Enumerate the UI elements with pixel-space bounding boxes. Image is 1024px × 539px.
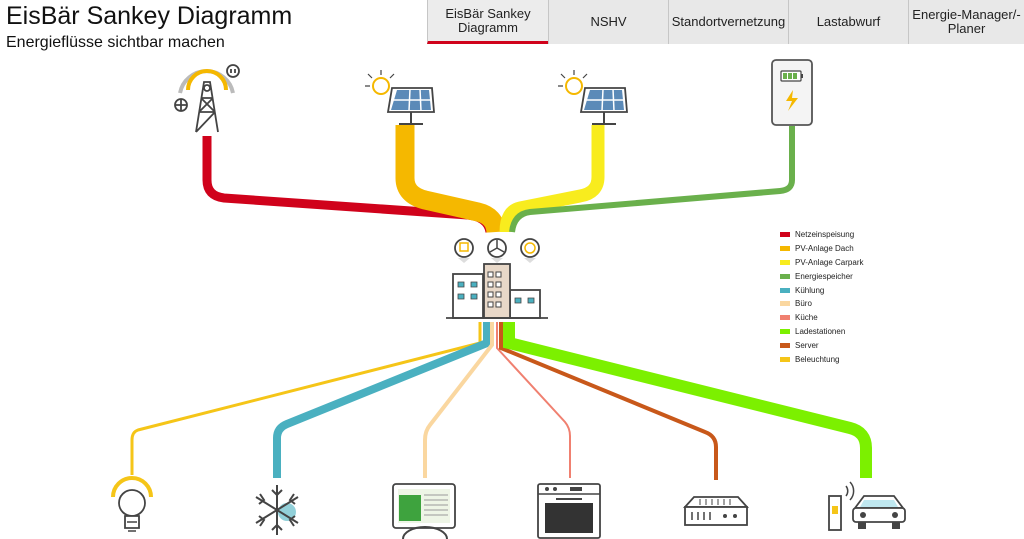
oven-icon bbox=[537, 483, 601, 539]
tab-label: Energie-Manager/- Planer bbox=[912, 7, 1021, 36]
tab-lastabwurf[interactable]: Lastabwurf bbox=[788, 0, 908, 44]
legend-swatch bbox=[780, 287, 790, 293]
legend-swatch bbox=[780, 246, 790, 252]
legend-label: PV-Anlage Carpark bbox=[795, 257, 864, 267]
tab-label: Lastabwurf bbox=[816, 14, 881, 29]
legend-label: Büro bbox=[795, 299, 812, 309]
legend-swatch bbox=[780, 273, 790, 279]
flow-buero bbox=[423, 322, 494, 478]
flow-ladestationen bbox=[503, 322, 872, 478]
legend-swatch bbox=[780, 328, 790, 334]
legend-label: Kühlung bbox=[795, 285, 825, 295]
legend-item: Netzeinspeisung bbox=[780, 228, 863, 242]
flow-kueche bbox=[496, 322, 571, 478]
tab-nshv[interactable]: NSHV bbox=[548, 0, 668, 44]
light-bulb-icon bbox=[111, 476, 153, 532]
solar-panel-roof-icon bbox=[365, 70, 435, 125]
legend-label: Netzeinspeisung bbox=[795, 230, 855, 240]
flow-pv-carpark bbox=[499, 125, 605, 233]
snowflake-icon bbox=[255, 485, 299, 535]
legend-swatch bbox=[780, 356, 790, 362]
legend-swatch bbox=[780, 301, 790, 307]
legend-label: Beleuchtung bbox=[795, 354, 840, 364]
flow-server bbox=[499, 322, 718, 480]
flow-beleuchtung bbox=[130, 322, 482, 475]
legend-item: Server bbox=[780, 338, 863, 352]
tab-label: EisBär Sankey Diagramm bbox=[445, 5, 531, 35]
legend-label: Server bbox=[795, 340, 819, 350]
legend-label: Ladestationen bbox=[795, 326, 846, 336]
solar-panel-carpark-icon bbox=[558, 70, 628, 125]
building-icon bbox=[446, 238, 548, 319]
legend-label: Energiespeicher bbox=[795, 271, 853, 281]
battery-storage-icon bbox=[771, 59, 813, 126]
legend-swatch bbox=[780, 342, 790, 348]
flow-pv-dach bbox=[395, 125, 506, 234]
legend-item: PV-Anlage Dach bbox=[780, 242, 863, 256]
legend-label: PV-Anlage Dach bbox=[795, 244, 854, 254]
legend-item: Beleuchtung bbox=[780, 352, 863, 366]
office-computer-icon bbox=[392, 483, 456, 539]
tab-label: Standortvernetzung bbox=[671, 14, 786, 29]
flow-kuehlung bbox=[273, 322, 491, 478]
legend: Netzeinspeisung PV-Anlage Dach PV-Anlage… bbox=[780, 228, 863, 366]
legend-item: Energiespeicher bbox=[780, 269, 863, 283]
tab-energie-manager[interactable]: Energie-Manager/- Planer bbox=[908, 0, 1024, 44]
legend-item: Büro bbox=[780, 297, 863, 311]
flow-netzeinspeisung bbox=[202, 136, 495, 233]
legend-item: Kühlung bbox=[780, 283, 863, 297]
page-title: EisBär Sankey Diagramm bbox=[6, 2, 293, 30]
legend-swatch bbox=[780, 259, 790, 265]
tab-sankey-diagramm[interactable]: EisBär Sankey Diagramm bbox=[427, 0, 548, 44]
charging-station-car-icon bbox=[828, 481, 906, 531]
legend-swatch bbox=[780, 232, 790, 238]
legend-item: Küche bbox=[780, 311, 863, 325]
page-subtitle: Energieflüsse sichtbar machen bbox=[6, 34, 225, 51]
legend-label: Küche bbox=[795, 313, 818, 323]
flow-energiespeicher bbox=[509, 126, 795, 233]
legend-swatch bbox=[780, 315, 790, 321]
server-icon bbox=[682, 496, 750, 526]
tab-bar: EisBär Sankey Diagramm NSHV Standortvern… bbox=[427, 0, 1024, 44]
grid-tower-icon bbox=[174, 64, 240, 133]
tab-label: NSHV bbox=[590, 14, 627, 29]
tab-standortvernetzung[interactable]: Standortvernetzung bbox=[668, 0, 788, 44]
legend-item: PV-Anlage Carpark bbox=[780, 256, 863, 270]
legend-item: Ladestationen bbox=[780, 325, 863, 339]
